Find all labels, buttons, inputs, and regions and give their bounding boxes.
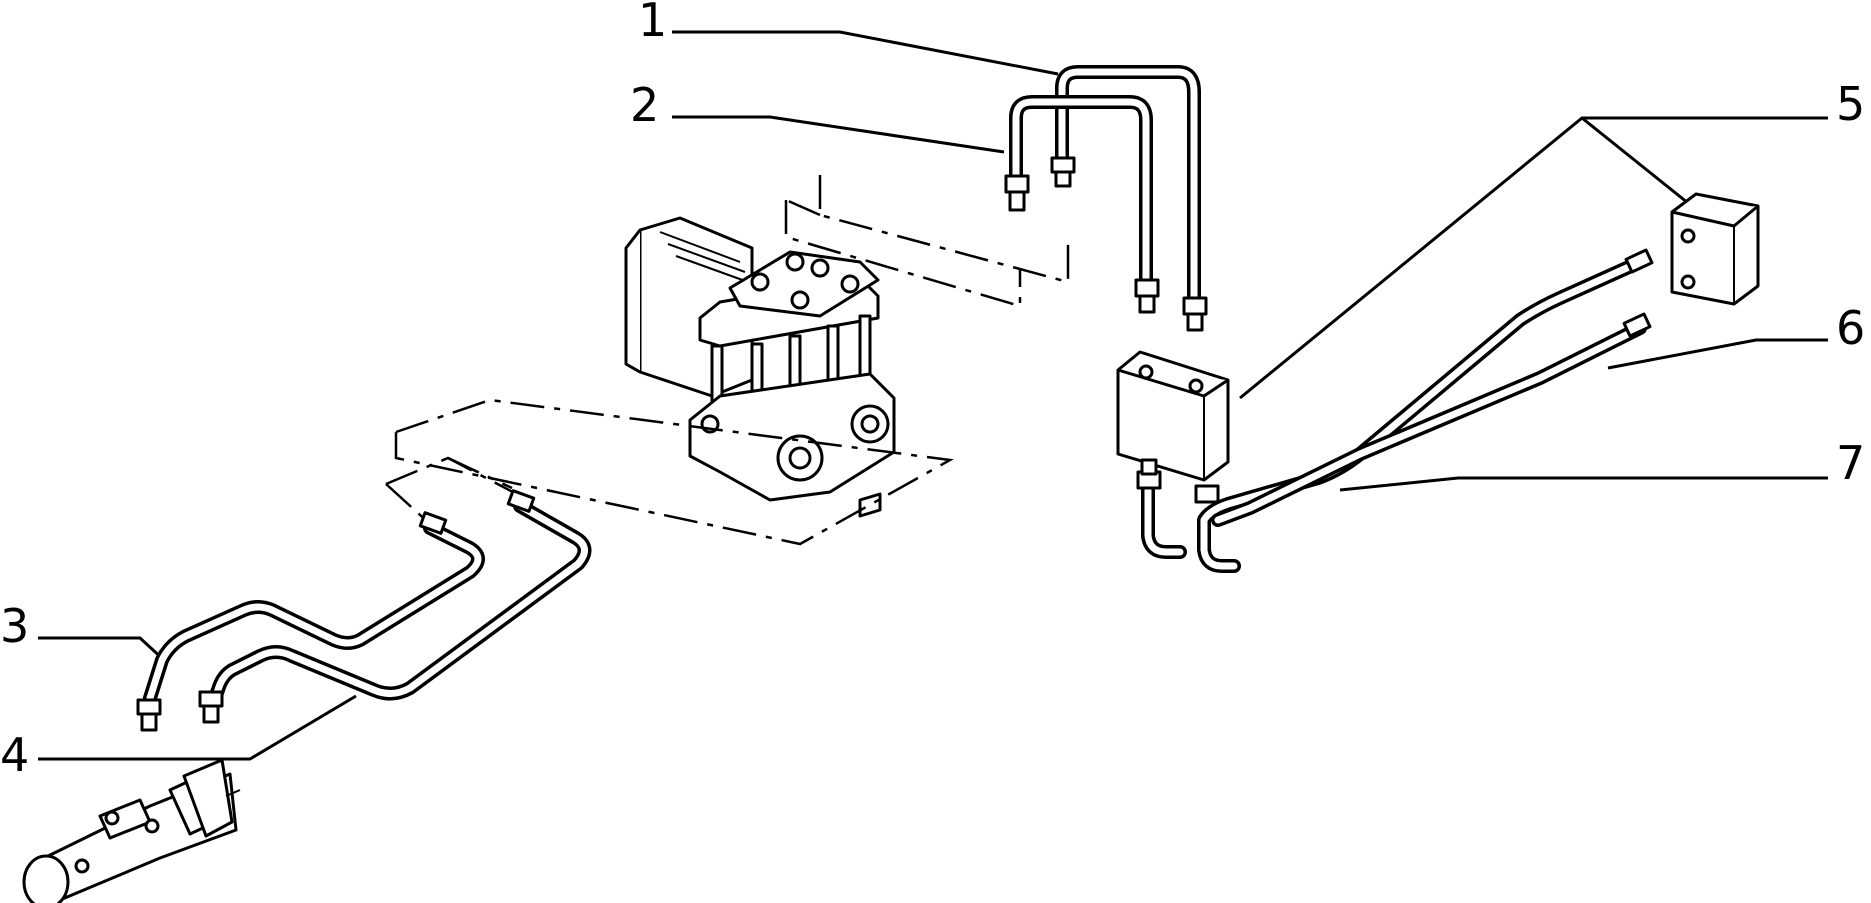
brake-pipe-7 (1136, 312, 1652, 559)
leader-line-1 (672, 30, 1059, 76)
brake-pipe-4 (198, 489, 592, 724)
brake-pipe-2 (1004, 95, 1160, 314)
callout-number-6: 6 (1836, 301, 1865, 355)
junction-block-small (1670, 192, 1760, 306)
callout-number-4: 4 (0, 728, 29, 782)
leader-line-3 (38, 636, 167, 663)
callout-number-1: 1 (638, 0, 667, 47)
brake-master-cylinder (22, 758, 241, 903)
callout-number-3: 3 (0, 599, 29, 653)
callout-number-2: 2 (630, 78, 659, 132)
brake-pipe-6 (1194, 248, 1654, 573)
brake-pipe-1 (1050, 65, 1208, 332)
leader-line-7 (1339, 476, 1828, 492)
abs-hydraulic-modulator (624, 216, 896, 518)
callout-number-5: 5 (1836, 77, 1865, 131)
leader-lines (38, 30, 1828, 761)
leader-line-6 (1607, 338, 1828, 370)
alignment-dashes-upper (784, 175, 1070, 308)
leader-line-5b (1581, 116, 1689, 205)
brake-pipe-3 (136, 511, 485, 732)
junction-block-large (1116, 350, 1230, 482)
leader-line-2 (672, 115, 1005, 154)
leader-line-4 (38, 694, 357, 761)
callout-number-7: 7 (1836, 436, 1865, 490)
